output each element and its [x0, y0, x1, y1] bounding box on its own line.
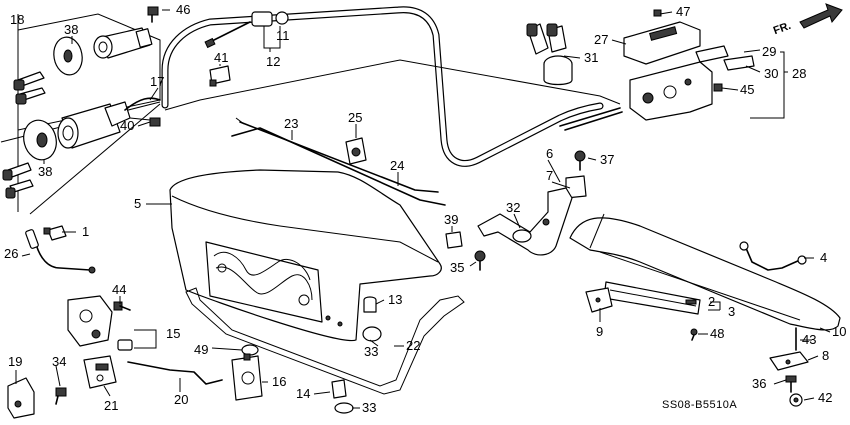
bolt-36: [785, 375, 797, 393]
callout-14: 14: [296, 386, 310, 401]
callout-8: 8: [822, 348, 829, 363]
callout-49: 49: [194, 342, 208, 357]
key-pair-upper: [13, 71, 46, 105]
callout-35: 35: [450, 260, 464, 275]
callout-10: 10: [832, 324, 846, 339]
callout-4: 4: [820, 250, 827, 265]
callout-7: 7: [546, 168, 553, 183]
callout-46: 46: [176, 2, 190, 17]
leader-lines: [15, 9, 831, 409]
trunk-hinge: [477, 175, 587, 256]
callout-45: 45: [740, 82, 754, 97]
latch-cable: [559, 107, 623, 131]
bolt-34: [55, 387, 67, 405]
bolt-46: [147, 6, 159, 23]
callout-36: 36: [752, 376, 766, 391]
trunk-latch-assembly: [623, 9, 755, 121]
callout-48: 48: [710, 326, 724, 341]
callout-9: 9: [596, 324, 603, 339]
callout-25: 25: [348, 110, 362, 125]
seal-33-lower: [334, 402, 354, 414]
seal-33-upper: [362, 326, 382, 342]
striker-plate-16: [231, 353, 263, 401]
callout-6: 6: [546, 146, 553, 161]
callout-44: 44: [112, 282, 126, 297]
callout-31: 31: [584, 50, 598, 65]
bolt-35: [474, 250, 486, 271]
callout-37: 37: [600, 152, 614, 167]
trunk-latch-15: [67, 295, 133, 351]
front-direction-label: FR.: [772, 20, 793, 37]
callout-41: 41: [214, 50, 228, 65]
callout-32: 32: [506, 200, 520, 215]
ignition-key-cylinder-31: [526, 23, 573, 86]
bolt-37: [574, 150, 586, 171]
callout-33-lower: 33: [362, 400, 376, 415]
grommet-25: [345, 137, 367, 165]
latch-rod-20: [127, 361, 223, 385]
callout-39: 39: [444, 212, 458, 227]
diagram-code: SS08-B5510A: [662, 399, 737, 411]
trunk-torsion-rods: [231, 117, 446, 206]
callout-38-lower: 38: [38, 164, 52, 179]
high-mount-brake-light: [585, 281, 701, 315]
trunk-weatherstrip: [185, 287, 465, 395]
callout-20: 20: [174, 392, 188, 407]
callout-18: 18: [10, 12, 24, 27]
trunk-lid: [169, 169, 442, 342]
callout-16: 16: [272, 374, 286, 389]
trunk-lock-cylinder: [57, 97, 161, 149]
callout-23: 23: [284, 116, 298, 131]
callout-43: 43: [802, 332, 816, 347]
spoiler-bracket-8: [769, 351, 809, 371]
callout-3: 3: [728, 304, 735, 319]
spoiler-wire-harness: [739, 241, 807, 271]
callout-38-upper: 38: [64, 22, 78, 37]
key-cylinder-cap-lower: [23, 119, 57, 161]
callout-27: 27: [594, 32, 608, 47]
callout-29: 29: [762, 44, 776, 59]
nut-42: [789, 393, 803, 407]
callout-30: 30: [764, 66, 778, 81]
callout-2: 2: [708, 294, 715, 309]
bumper-13: [363, 296, 377, 313]
cable-clip-41: [209, 65, 231, 87]
callout-15: 15: [166, 326, 180, 341]
callout-21: 21: [104, 398, 118, 413]
callout-17: 17: [150, 74, 164, 89]
callout-1: 1: [82, 224, 89, 239]
clip-1: [43, 225, 67, 241]
bumper-14: [331, 379, 347, 399]
callout-11: 11: [276, 28, 290, 43]
rear-spoiler: [569, 213, 841, 331]
bumper-39: [445, 231, 463, 249]
callout-5: 5: [134, 196, 141, 211]
callout-13: 13: [388, 292, 402, 307]
callout-42: 42: [818, 390, 832, 405]
callout-labels: 18 38 46 11 12 41 17 40 38 1 26 44 15 19…: [4, 2, 846, 415]
striker-21: [83, 355, 117, 389]
trunk-switch: [204, 11, 289, 49]
hook-19: [7, 377, 35, 419]
key-cylinder-upper: [53, 27, 153, 76]
callout-33-upper: 33: [364, 344, 378, 359]
callout-12: 12: [266, 54, 280, 69]
screw-48: [690, 328, 698, 341]
callout-34: 34: [52, 354, 66, 369]
callout-19: 19: [8, 354, 22, 369]
callout-22: 22: [406, 338, 420, 353]
front-direction-arrow: FR.: [772, 3, 843, 37]
cable-guide-line: [29, 103, 161, 215]
callout-28: 28: [792, 66, 806, 81]
opener-cable-end: [25, 229, 96, 274]
callout-26: 26: [4, 246, 18, 261]
callout-40: 40: [120, 118, 134, 133]
opener-cable: [161, 6, 621, 167]
key-pair-lower: [2, 162, 34, 199]
callout-47: 47: [676, 4, 690, 19]
callout-24: 24: [390, 158, 404, 173]
